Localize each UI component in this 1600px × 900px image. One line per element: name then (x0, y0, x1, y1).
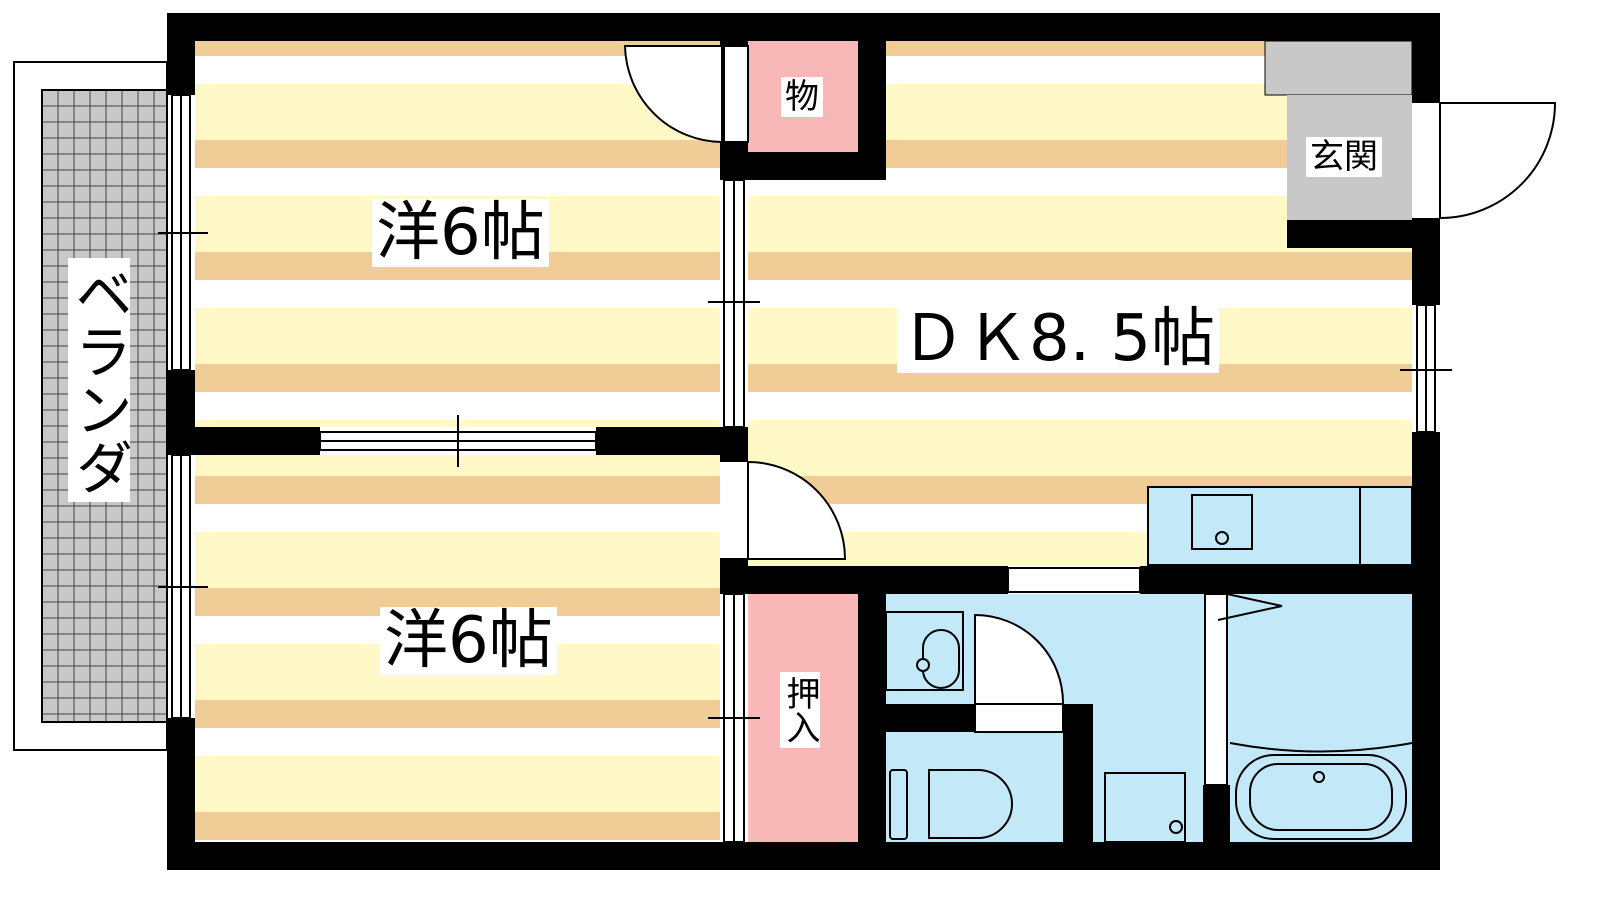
room-label-western-1: 洋6帖 (372, 199, 549, 267)
balcony-label: ベランダ (65, 258, 133, 502)
room-label-storage: 物 (781, 77, 823, 117)
room-label-dk: ＤＫ8. 5帖 (897, 305, 1220, 373)
fixtures (885, 611, 1413, 843)
room-label-entrance: 玄関 (1306, 137, 1382, 177)
kitchen-counter (1147, 486, 1413, 567)
room-label-closet: 押入 (780, 672, 820, 748)
walls (167, 13, 1440, 870)
entrance-area (1264, 40, 1413, 96)
doors (623, 45, 1557, 733)
room-label-western-2: 洋6帖 (380, 607, 557, 675)
windows (158, 45, 1452, 843)
